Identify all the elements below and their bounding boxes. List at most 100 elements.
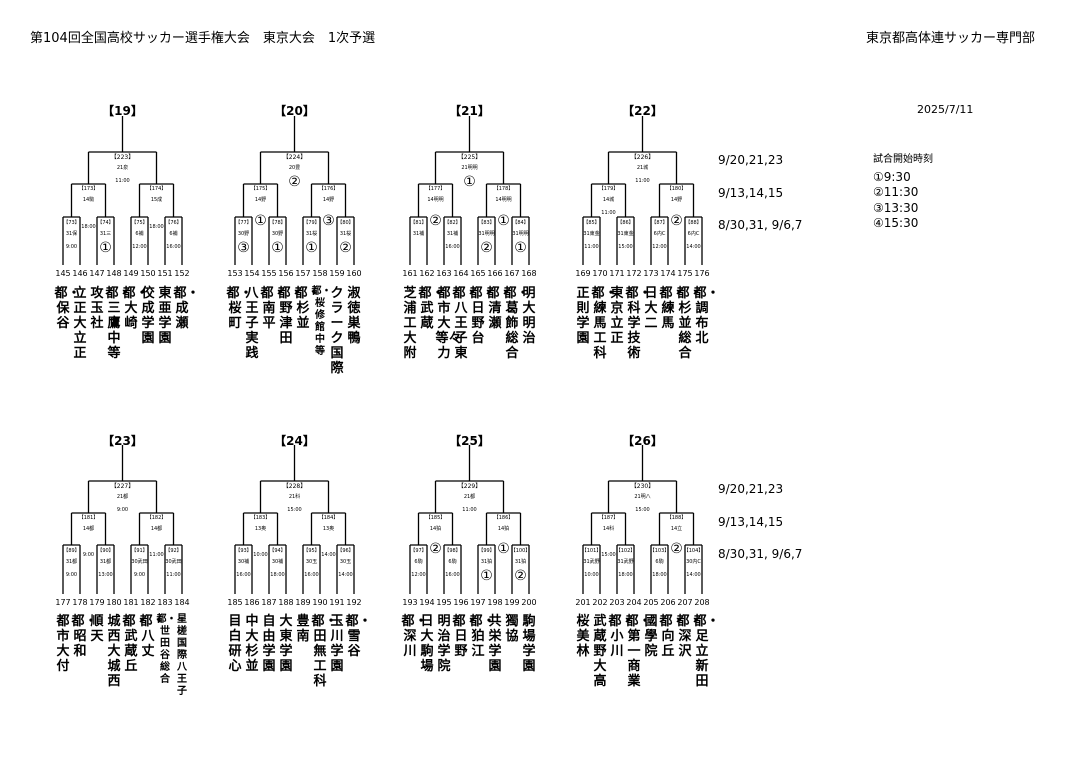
entry-number: 156: [278, 269, 294, 278]
entry-number: 175: [677, 269, 693, 278]
team-name: 都・武蔵丘: [122, 614, 149, 674]
game-number: 【94】: [269, 548, 286, 554]
start-time-item: ②11:30: [873, 185, 919, 199]
start-time: 18:00: [270, 572, 285, 578]
venue-code: 14狛: [497, 526, 510, 532]
start-time: 9:00: [65, 572, 78, 578]
start-time: 11:00: [149, 552, 164, 558]
start-time: 14:00: [686, 572, 701, 578]
entry-number: 155: [261, 269, 277, 278]
semi-match-info: 【184】13奥: [314, 516, 344, 534]
block-label: 【25】: [449, 434, 490, 448]
entry-number: 184: [174, 598, 190, 607]
game-number: 【80】: [337, 220, 354, 226]
block-label: 【19】: [102, 104, 143, 118]
start-time: 11:00: [584, 244, 599, 250]
team-name: 都・杉並: [294, 286, 321, 331]
team-name: 中大杉並: [245, 614, 259, 674]
game-number: 【100】: [510, 548, 531, 554]
venue-code: 6補: [135, 231, 144, 237]
start-time: 11:00: [115, 178, 130, 184]
start-time: 12:00: [132, 244, 147, 250]
start-slot-mark: ①: [514, 240, 527, 256]
venue-code: 31三: [99, 231, 112, 237]
start-slot-mark: ③: [237, 240, 250, 256]
game-number: 【176】: [318, 186, 339, 192]
game-number: 【230】: [630, 483, 655, 490]
team-name: 都・保谷: [54, 286, 81, 331]
entry-number: 187: [261, 598, 277, 607]
start-time: 14:00: [321, 552, 336, 558]
venue-code: 31東金: [617, 231, 634, 237]
entry-number: 146: [72, 269, 88, 278]
team-name: 都・練馬: [659, 286, 686, 331]
game-number: 【186】: [493, 515, 514, 521]
game-number: 【184】: [318, 515, 339, 521]
entry-number: 164: [453, 269, 469, 278]
team-name: 都・八丈: [139, 614, 166, 659]
start-slot-mark: ①: [489, 212, 519, 230]
document-title: 第104回全国高校サッカー選手権大会 東京大会 1次予選: [30, 31, 376, 46]
start-time: 9:00: [133, 572, 146, 578]
start-time: 14:00: [338, 572, 353, 578]
start-slot-mark: ①: [463, 174, 476, 190]
schedule-first-dates-top: 8/30,31, 9/6,7: [718, 218, 803, 232]
venue-code: 6内C: [653, 231, 666, 237]
game-number: 【76】: [165, 220, 182, 226]
game-number: 【227】: [110, 483, 135, 490]
game-number: 【175】: [250, 186, 271, 192]
entry-number: 207: [677, 598, 693, 607]
start-slot-mark: ②: [421, 540, 451, 558]
game-number: 【85】: [583, 220, 600, 226]
entry-number: 194: [419, 598, 435, 607]
venue-code: 14科: [602, 526, 615, 532]
start-time: 11:00: [601, 210, 616, 216]
venue-code: 14野: [670, 197, 683, 203]
semi-match-info: 【177】14明明: [421, 187, 451, 205]
team-name: 都・昭和: [71, 614, 98, 659]
team-name: 都・葛飾総合: [503, 286, 530, 361]
entry-number: 196: [453, 598, 469, 607]
game-number: 【78】: [269, 220, 286, 226]
team-name: 都・武蔵: [418, 286, 445, 331]
start-time: 16:00: [445, 572, 460, 578]
venue-code: 14野: [322, 197, 335, 203]
start-time: 11:00: [635, 178, 650, 184]
start-time: 18:00: [618, 572, 633, 578]
block-label: 【22】: [622, 104, 663, 118]
start-time: 18:00: [652, 572, 667, 578]
game-number: 【223】: [110, 154, 135, 161]
entry-number: 172: [626, 269, 642, 278]
entry-number: 149: [123, 269, 139, 278]
venue-code: 21城: [636, 165, 649, 171]
game-number: 【74】: [97, 220, 114, 226]
venue-code: 6内C: [687, 231, 700, 237]
entry-number: 204: [626, 598, 642, 607]
game-number: 【75】: [131, 220, 148, 226]
team-name: 都・大崎: [122, 286, 149, 331]
entry-number: 169: [575, 269, 591, 278]
semi-match-info: 【186】 14狛: [489, 516, 519, 534]
entry-number: 181: [123, 598, 139, 607]
game-number: 【73】: [63, 220, 80, 226]
semi-match-info: 【187】14科: [594, 516, 624, 534]
start-slot-mark: ①: [497, 541, 510, 557]
start-time: 10:00: [253, 552, 268, 558]
team-name: 豊南: [296, 614, 310, 644]
game-number: 【103】: [649, 548, 670, 554]
game-number: 【225】: [457, 154, 482, 161]
start-slot-mark: ②: [514, 568, 527, 584]
schedule-second-dates-bottom: 9/13,14,15: [718, 515, 784, 529]
team-name: 東亜学園: [158, 286, 172, 346]
game-number: 【81】: [410, 220, 427, 226]
